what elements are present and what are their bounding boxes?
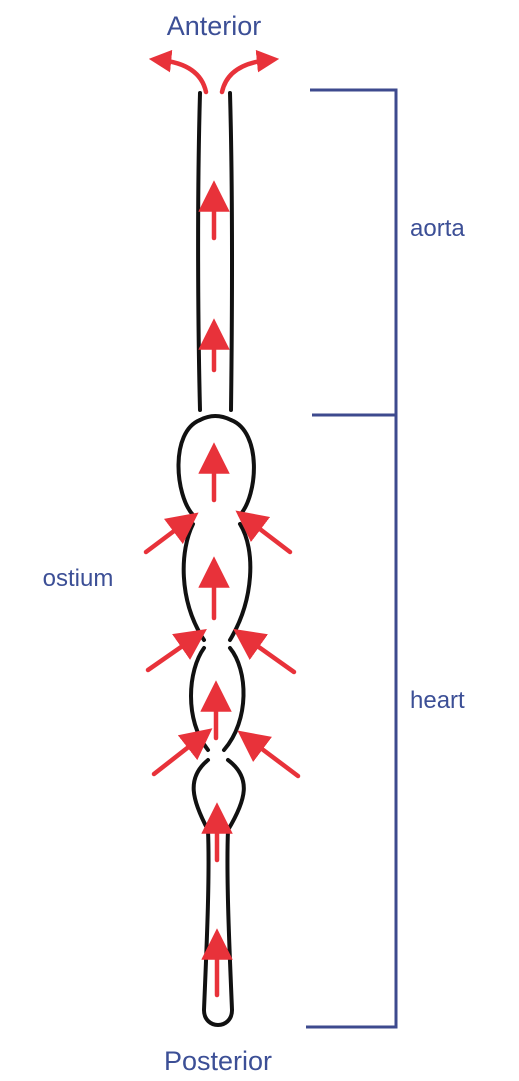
- ostia-inflow-arrows: [146, 520, 298, 776]
- heart-chamber-3: [191, 648, 208, 750]
- heart-bracket: [306, 415, 396, 1027]
- ostium-label: ostium: [43, 565, 114, 592]
- anterior-outflow-left-arrow: [160, 60, 206, 92]
- ostium-arrow-right-3: [250, 740, 298, 776]
- anterior-outflow-right-arrow: [222, 60, 268, 92]
- posterior-label: Posterior: [164, 1046, 272, 1076]
- ostium-arrow-left-2: [148, 638, 194, 670]
- ostium-arrow-right-1: [248, 520, 290, 552]
- heart-label: heart: [410, 687, 465, 714]
- aorta-label: aorta: [410, 215, 465, 242]
- heart-chamber-2: [184, 524, 204, 640]
- anterior-label: Anterior: [167, 11, 262, 41]
- ostium-arrow-left-3: [154, 738, 200, 774]
- internal-flow-arrows: [214, 196, 217, 995]
- ostium-arrow-left-1: [146, 522, 186, 552]
- heart-chamber-1: [178, 420, 200, 515]
- aorta-bracket: [310, 90, 396, 415]
- ostium-arrow-right-2: [246, 638, 294, 672]
